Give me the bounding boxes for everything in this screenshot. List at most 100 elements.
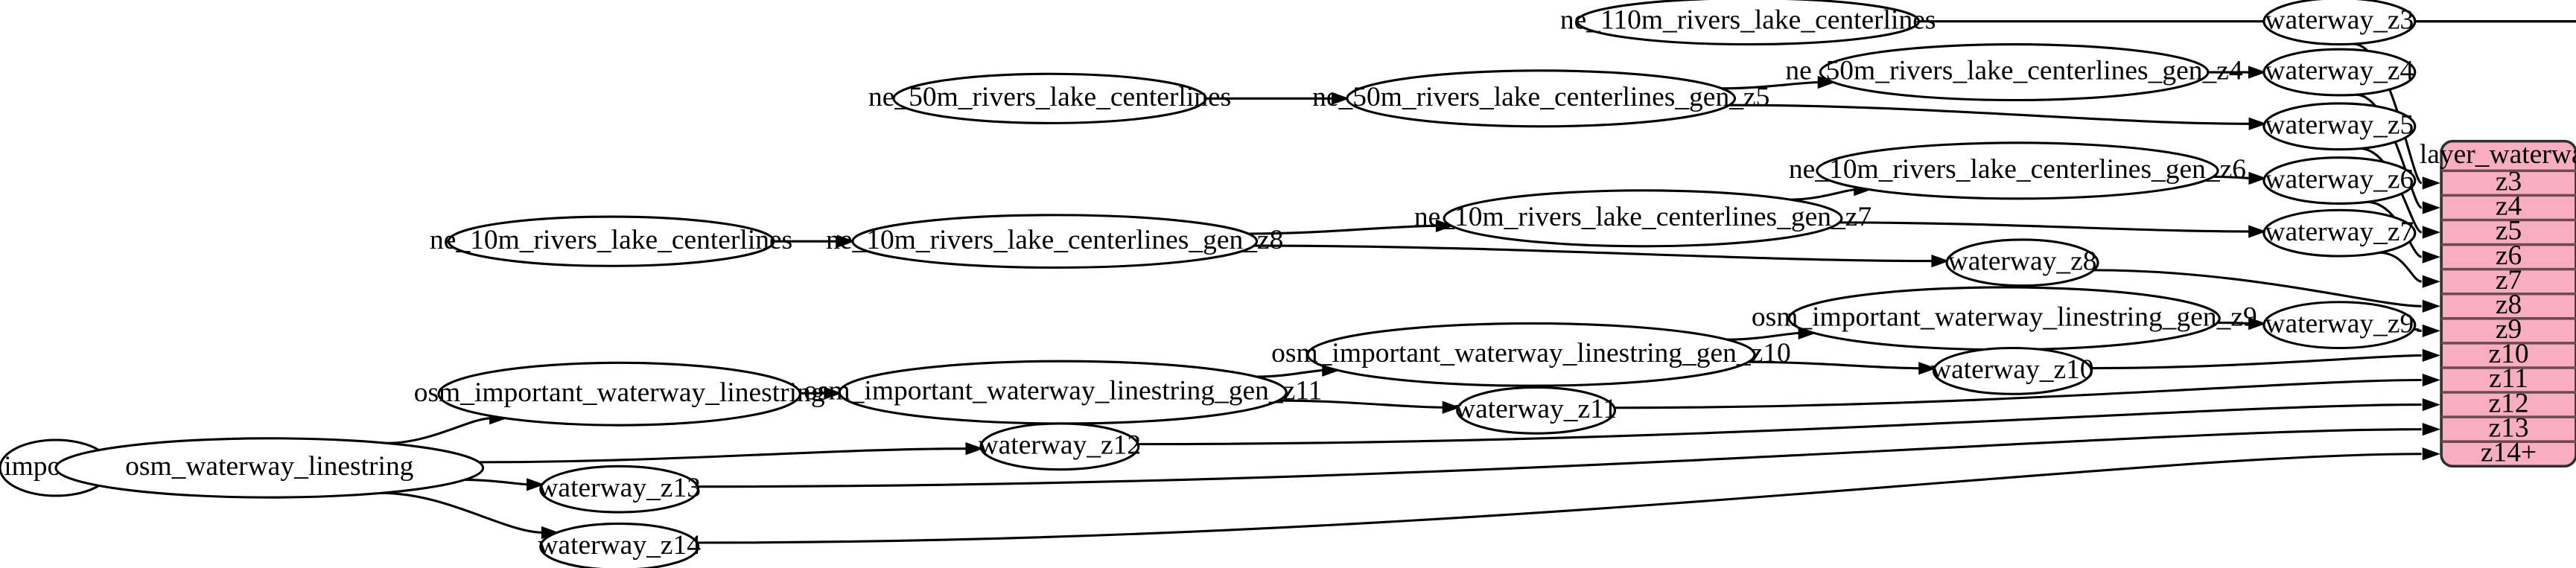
node-shape-waterway_z11 (1456, 386, 1617, 435)
node-waterway_z3[interactable]: waterway_z3 (2262, 0, 2417, 46)
node-shape-ne_50m_rivers_lake_centerlines_gen_z4 (1819, 42, 2210, 102)
edge-waterway_z4-to-layer_waterway.z4 (2356, 93, 2423, 209)
node-ne_50m_rivers_lake_centerlines_gen_z4[interactable]: ne_50m_rivers_lake_centerlines_gen_z4 (1785, 42, 2243, 102)
node-ne_50m_rivers_lake_centerlines_gen_z5[interactable]: ne_50m_rivers_lake_centerlines_gen_z5 (1312, 69, 1769, 128)
node-shape-waterway_z4 (2262, 48, 2417, 97)
node-osm_important_waterway_linestring_gen_z10[interactable]: osm_important_waterway_linestring_gen_z1… (1271, 322, 1791, 387)
edge-arrowhead (2422, 299, 2440, 313)
edge-osm_important_waterway_linestring_gen_z9-to-waterway_z9 (2217, 321, 2251, 325)
node-waterway_z9[interactable]: waterway_z9 (2262, 301, 2417, 350)
edge-arrowhead (824, 386, 842, 400)
edge-waterway_z9-to-layer_waterway.z9 (2414, 328, 2422, 332)
edge-ne_10m_rivers_lake_centerlines_gen_z7-to-waterway_z7 (1839, 221, 2251, 233)
node-waterway_z4[interactable]: waterway_z4 (2262, 48, 2417, 97)
node-shape-osm_important_waterway_linestring_gen_z11 (838, 360, 1288, 425)
node-ne_110m_rivers_lake_centerlines[interactable]: ne_110m_rivers_lake_centerlines (1560, 0, 1936, 46)
edge-ne_10m_rivers_lake_centerlines_gen_z8-to-waterway_z8 (1253, 244, 1934, 263)
edge-ne_50m_rivers_lake_centerlines_gen_z5-to-waterway_z5 (1729, 103, 2251, 125)
edge-ne_10m_rivers_lake_centerlines_gen_z8-to-ne_10m_rivers_lake_centerlines_gen_z7 (1248, 224, 1439, 235)
edge-arrowhead (2248, 66, 2267, 79)
edge-arrowhead (836, 234, 856, 248)
node-ne_50m_rivers_lake_centerlines[interactable]: ne_50m_rivers_lake_centerlines (868, 72, 1231, 124)
node-shape-osm_important_waterway_linestring (437, 361, 801, 427)
node-shape-waterway_z10 (1932, 346, 2093, 395)
node-waterway_z13[interactable]: waterway_z13 (538, 465, 701, 514)
edge-waterway_z12-to-layer_waterway.z12 (1138, 403, 2422, 446)
edge-arrowhead (2422, 275, 2440, 288)
edge-arrowhead (1331, 92, 1350, 105)
node-shape-waterway_z12 (979, 422, 1140, 471)
node-shape-waterway_z3 (2262, 0, 2417, 46)
table-row-z5[interactable]: z5 (2496, 216, 2522, 246)
node-shape-ne_110m_rivers_lake_centerlines (1576, 0, 1921, 46)
table-title: layer_waterway (2420, 139, 2576, 170)
node-shape-waterway_z14 (539, 522, 700, 568)
node-shape-ne_10m_rivers_lake_centerlines_gen_z7 (1443, 189, 1843, 248)
table-row-z7[interactable]: z7 (2496, 265, 2522, 296)
edge-arrowhead (1931, 254, 1950, 268)
table-row-z10[interactable]: z10 (2488, 339, 2528, 369)
node-shape-osm_important_waterway_linestring_gen_z10 (1306, 322, 1756, 387)
edge-arrowhead (965, 442, 984, 456)
edge-arrowhead (2422, 226, 2440, 239)
edge-arrowhead (2422, 201, 2440, 214)
table-row-z11[interactable]: z11 (2489, 363, 2528, 394)
node-waterway_z14[interactable]: waterway_z14 (538, 522, 701, 568)
node-waterway_z6[interactable]: waterway_z6 (2262, 156, 2417, 205)
edge-waterway_z8-to-layer_waterway.z8 (2093, 269, 2422, 307)
edge-osm_important_waterway_linestring_gen_z10-to-waterway_z10 (1748, 360, 1921, 370)
edge-arrowhead (2422, 447, 2440, 461)
node-ne_10m_rivers_lake_centerlines[interactable]: ne_10m_rivers_lake_centerlines (430, 215, 792, 267)
node-shape-osm_important_waterway_linestring_gen_z9 (1787, 286, 2221, 351)
node-osm_waterway_linestring[interactable]: osm_waterway_linestring (54, 437, 485, 499)
node-waterway_z10[interactable]: waterway_z10 (1931, 346, 2094, 395)
node-shape-osm_waterway_linestring (54, 437, 485, 499)
edge-arrowhead (2422, 176, 2440, 190)
edge-arrowhead (2422, 423, 2440, 436)
table-row-z12[interactable]: z12 (2488, 388, 2528, 418)
node-shape-waterway_z5 (2262, 102, 2417, 151)
edge-arrowhead (2248, 117, 2267, 130)
edge-waterway_z13-to-layer_waterway.z13 (697, 428, 2422, 488)
table-node-layer: layer_waterwayz3z4z5z6z7z8z9z10z11z12z13… (2420, 139, 2576, 468)
node-waterway_z5[interactable]: waterway_z5 (2262, 102, 2417, 151)
edge-osm_waterway_linestring-to-osm_important_waterway_linestring (386, 417, 492, 444)
edge-osm_waterway_linestring-to-waterway_z14 (381, 491, 544, 534)
node-shape-waterway_z9 (2262, 301, 2417, 350)
node-osm_important_waterway_linestring_gen_z9[interactable]: osm_important_waterway_linestring_gen_z9 (1752, 286, 2257, 351)
node-shape-ne_50m_rivers_lake_centerlines (892, 72, 1207, 124)
edge-ne_50m_rivers_lake_centerlines_gen_z5-to-ne_50m_rivers_lake_centerlines_gen_z4 (1722, 80, 1821, 90)
node-osm_important_waterway_linestring[interactable]: osm_important_waterway_linestring (414, 361, 825, 427)
edge-arrowhead (2422, 250, 2440, 264)
node-shape-waterway_z13 (539, 465, 700, 514)
edge-arrowhead (2248, 171, 2267, 185)
edge-arrowhead (527, 478, 545, 491)
node-ne_10m_rivers_lake_centerlines_gen_z8[interactable]: ne_10m_rivers_lake_centerlines_gen_z8 (826, 214, 1283, 269)
table-row-z14+[interactable]: z14+ (2481, 437, 2537, 468)
node-shape-waterway_z7 (2262, 208, 2417, 258)
node-shape-ne_10m_rivers_lake_centerlines_gen_z8 (851, 214, 1259, 269)
edge-ne_10m_rivers_lake_centerlines_gen_z7-to-ne_10m_rivers_lake_centerlines_gen_z6 (1790, 188, 1857, 201)
node-shape-ne_50m_rivers_lake_centerlines_gen_z5 (1346, 69, 1737, 128)
table-row-z3[interactable]: z3 (2496, 167, 2522, 197)
table-row-z9[interactable]: z9 (2496, 314, 2522, 345)
node-waterway_z11[interactable]: waterway_z11 (1455, 386, 1617, 435)
table-row-z6[interactable]: z6 (2496, 240, 2522, 271)
table-node-layer-waterway[interactable]: layer_waterwayz3z4z5z6z7z8z9z10z11z12z13… (2420, 139, 2576, 468)
node-shape-waterway_z8 (1945, 238, 2099, 287)
node-waterway_z8[interactable]: waterway_z8 (1945, 238, 2099, 287)
node-waterway_z12[interactable]: waterway_z12 (979, 422, 1142, 471)
edge-arrowhead (2422, 348, 2440, 363)
table-row-z13[interactable]: z13 (2488, 412, 2528, 443)
edge-waterway_z11-to-layer_waterway.z11 (1614, 378, 2422, 409)
table-row-z4[interactable]: z4 (2496, 191, 2522, 222)
node-osm_important_waterway_linestring_gen_z11[interactable]: osm_important_waterway_linestring_gen_z1… (804, 360, 1322, 425)
table-row-z8[interactable]: z8 (2496, 290, 2522, 320)
node-waterway_z7[interactable]: waterway_z7 (2262, 208, 2417, 258)
edge-osm_important_waterway_linestring_gen_z11-to-waterway_z11 (1278, 399, 1445, 409)
edge-waterway_z10-to-layer_waterway.z10 (2090, 354, 2422, 370)
edge-waterway_z14-to-layer_waterway.z14+ (696, 453, 2422, 544)
